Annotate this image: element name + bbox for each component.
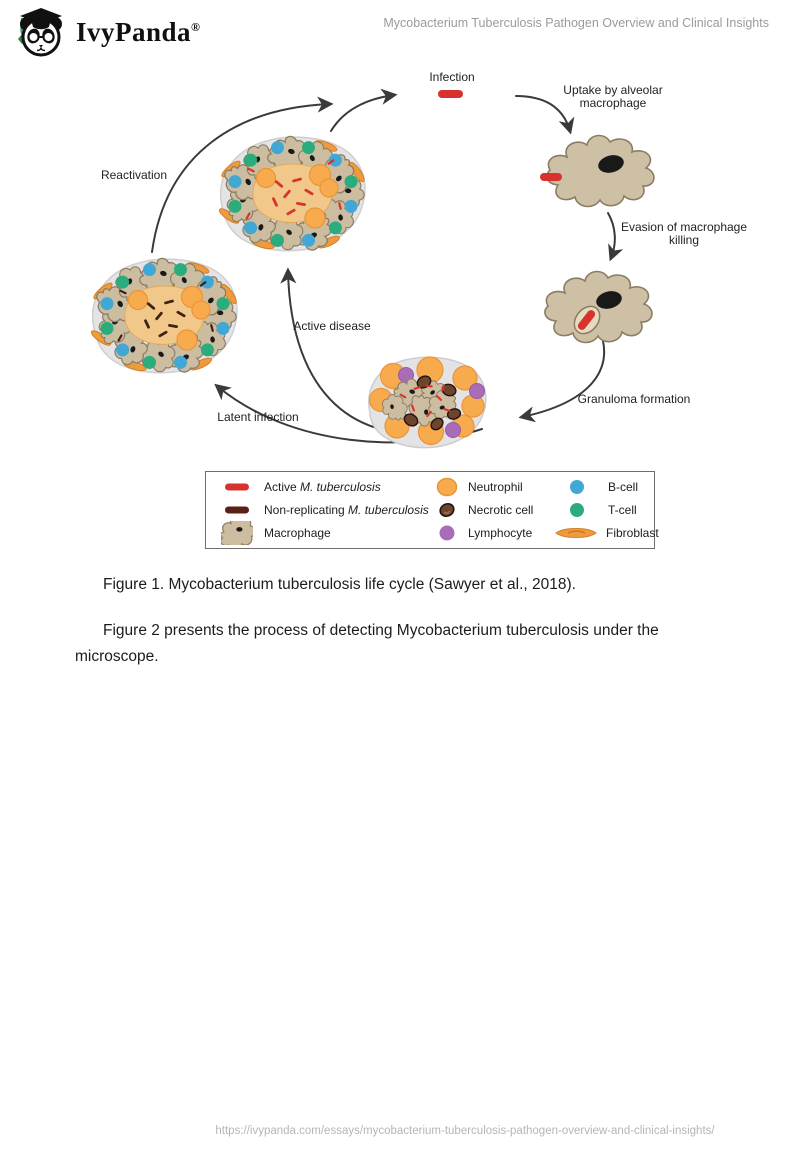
document-header-title: Mycobacterium Tuberculosis Pathogen Over…: [383, 16, 769, 30]
reactivation-label: Reactivation: [101, 168, 167, 182]
infection-bacterium-illustration: [438, 90, 463, 98]
legend-label: Neutrophil: [468, 480, 523, 494]
arrow-infection-to-macrophage: [515, 95, 575, 135]
active-granuloma-illustration: [218, 131, 367, 257]
legend-item-active-mtb: Active M. tuberculosis: [218, 476, 434, 499]
legend-label: T-cell: [608, 503, 637, 517]
arrow-macrophage-to-evasion: [607, 212, 624, 262]
evasion-label-line1: Evasion of macrophage: [621, 220, 747, 234]
b-cell-icon: [570, 480, 584, 494]
arrow-evasion-to-granuloma: [518, 340, 606, 423]
granuloma-formation-label: Granuloma formation: [578, 392, 691, 406]
legend-item-macrophage: Macrophage: [218, 521, 434, 545]
legend-label: Lymphocyte: [468, 526, 533, 540]
panda-logo-icon: [18, 8, 62, 57]
infection-label: Infection: [429, 70, 474, 84]
early-granuloma-illustration: [368, 356, 487, 449]
body-paragraph: Figure 2 presents the process of detecti…: [75, 622, 659, 665]
arrow-reactivation: [151, 96, 334, 253]
ivypanda-logo[interactable]: IvyPanda®: [14, 6, 201, 58]
uptake-label-line1: Uptake by alveolar: [563, 83, 662, 97]
tb-life-cycle-diagram: Infection Uptake by alveolar macrophage …: [0, 70, 747, 449]
legend-item-necrotic-cell: Necrotic cell: [434, 499, 554, 522]
evasion-label-line2: killing: [669, 233, 699, 247]
legend-label: Macrophage: [264, 526, 331, 540]
macrophage-icon: [221, 521, 253, 545]
legend-item-b-cell: B-cell: [554, 476, 650, 499]
fibroblast-icon: [555, 528, 597, 538]
latent-infection-label: Latent infection: [217, 410, 298, 424]
arrow-active-to-infection: [330, 88, 398, 132]
figure-legend: Active M. tuberculosis Non-replicating M…: [205, 471, 659, 549]
legend-item-nonreplicating-mtb: Non-replicating M. tuberculosis: [218, 499, 434, 522]
nonreplicating-mtb-icon: [225, 506, 249, 514]
active-mtb-icon: [225, 483, 249, 491]
necrotic-cell-icon: [439, 502, 455, 518]
legend-item-t-cell: T-cell: [554, 499, 650, 522]
latent-granuloma-illustration: [90, 253, 239, 379]
logo-wordmark: IvyPanda®: [76, 16, 201, 47]
uptake-label-line2: macrophage: [580, 96, 647, 110]
legend-item-neutrophil: Neutrophil: [434, 476, 554, 499]
infected-macrophage-illustration: [544, 270, 653, 344]
legend-label: Non-replicating M. tuberculosis: [264, 503, 429, 517]
legend-item-lymphocyte: Lymphocyte: [434, 522, 554, 545]
figure-caption: Figure 1. Mycobacterium tuberculosis lif…: [103, 576, 576, 593]
footer-url: https://ivypanda.com/essays/mycobacteriu…: [215, 1125, 715, 1137]
active-disease-label: Active disease: [293, 319, 371, 333]
t-cell-icon: [570, 503, 584, 517]
lymphocyte-icon: [439, 525, 455, 541]
bacterium-at-macrophage: [540, 173, 562, 181]
legend-label: Fibroblast: [606, 526, 659, 540]
alveolar-macrophage-illustration: [546, 134, 655, 208]
legend-label: Active M. tuberculosis: [264, 480, 381, 494]
legend-item-fibroblast: Fibroblast: [554, 522, 659, 545]
neutrophil-icon: [436, 477, 458, 497]
legend-label: Necrotic cell: [468, 503, 534, 517]
legend-label: B-cell: [608, 480, 639, 494]
